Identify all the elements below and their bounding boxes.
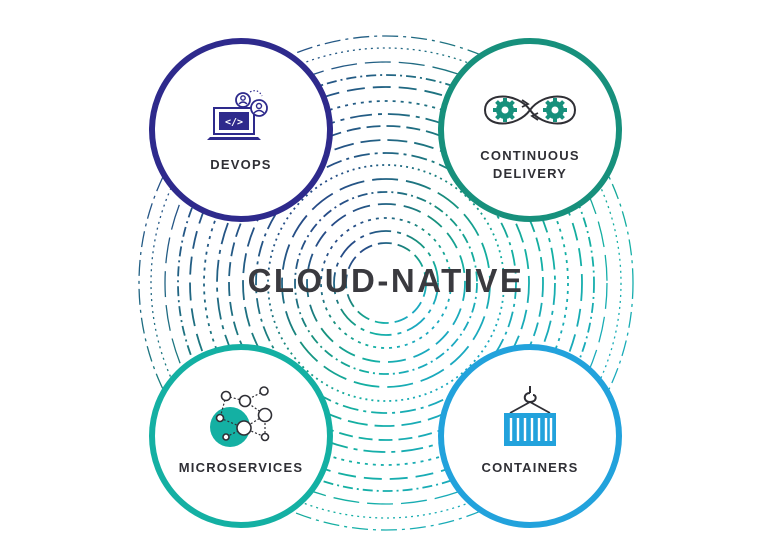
ring-7 bbox=[267, 164, 505, 402]
ring-4 bbox=[306, 203, 466, 363]
microservices-label: MICROSERVICES bbox=[179, 460, 303, 475]
ring-1 bbox=[345, 242, 427, 324]
ring-17 bbox=[138, 35, 634, 531]
ring-12 bbox=[203, 100, 569, 466]
ring-5 bbox=[294, 191, 478, 375]
svg-text:</>: </> bbox=[225, 117, 243, 128]
devops-node[interactable]: </> DEVOPS bbox=[149, 38, 333, 222]
concentric-rings bbox=[138, 35, 634, 531]
containers-node[interactable]: CONTAINERS bbox=[438, 344, 622, 528]
ring-6 bbox=[281, 178, 491, 388]
ring-11 bbox=[216, 113, 556, 453]
containers-label: CONTAINERS bbox=[482, 460, 579, 475]
ring-13 bbox=[189, 86, 583, 480]
ring-3 bbox=[320, 217, 452, 349]
continuous-delivery-label-line1: CONTINUOUS bbox=[480, 148, 579, 163]
ring-15 bbox=[164, 61, 608, 505]
ring-14 bbox=[177, 74, 595, 492]
ring-10 bbox=[228, 125, 544, 441]
ring-16 bbox=[150, 47, 622, 519]
network-nodes-icon bbox=[210, 386, 273, 447]
gears-infinity-icon bbox=[483, 95, 577, 125]
continuous-delivery-label-line2: DELIVERY bbox=[493, 166, 567, 181]
ring-2 bbox=[333, 230, 439, 336]
ring-9 bbox=[242, 139, 530, 427]
center-title: CLOUD-NATIVE bbox=[248, 262, 525, 299]
ring-8 bbox=[255, 152, 517, 414]
microservices-node[interactable]: MICROSERVICES bbox=[149, 344, 333, 528]
laptop-code-users-icon: </> bbox=[207, 90, 268, 140]
continuous-delivery-node[interactable]: CONTINUOUS DELIVERY bbox=[438, 38, 622, 222]
shipping-container-hook-icon bbox=[504, 386, 556, 446]
devops-label: DEVOPS bbox=[210, 157, 271, 172]
